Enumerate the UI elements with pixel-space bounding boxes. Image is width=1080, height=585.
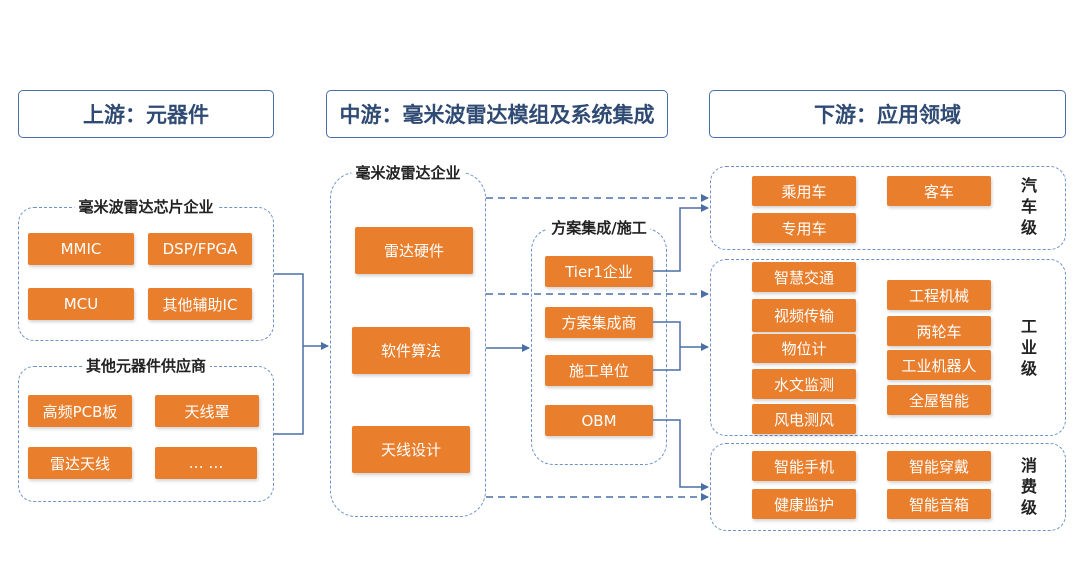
radar-hardware-box: 雷达硬件 [355,227,473,274]
software-algorithm-box: 软件算法 [352,327,470,374]
consumer-grade-group [710,443,1066,531]
industrial-grade-group [710,259,1066,436]
antenna-design-box: 天线设计 [352,426,470,473]
midstream-header: 中游：毫米波雷达模组及系统集成 [326,90,668,138]
smart-speaker-box: 智能音箱 [887,489,991,519]
upstream-header: 上游：元器件 [18,90,274,138]
radar-antenna-box: 雷达天线 [28,447,132,479]
obm-box: OBM [545,405,653,436]
health-monitoring-box: 健康监护 [752,489,856,519]
obm-to-consumer-arrow [653,419,709,491]
hydrology-monitoring-box: 水文监测 [752,369,856,399]
chip-companies-label: 毫米波雷达芯片企业 [74,198,218,216]
tier1-to-auto-arrow [653,204,709,272]
upstream-connector [274,273,328,435]
passenger-car-box: 乘用车 [752,176,856,206]
video-transmission-box: 视频传输 [752,299,856,332]
tier1-box: Tier1企业 [545,256,653,287]
level-gauge-box: 物位计 [752,334,856,363]
solution-integration-label: 方案集成/施工 [547,219,651,237]
industrial-robot-box: 工业机器人 [887,350,991,380]
auto-grade-label: 汽车级 [1020,176,1037,237]
smart-traffic-box: 智慧交通 [752,262,856,292]
consumer-grade-label: 消费级 [1020,456,1037,517]
ellipsis-box: … … [155,447,257,479]
construction-unit-box: 施工单位 [545,355,653,386]
bus-box: 客车 [887,176,991,206]
radar-companies-label: 毫米波雷达企业 [351,164,465,182]
pcb-box: 高频PCB板 [28,395,132,427]
two-wheeler-box: 两轮车 [887,316,991,346]
dsp-fpga-box: DSP/FPGA [148,233,252,265]
construction-machinery-box: 工程机械 [887,280,991,310]
mmic-box: MMIC [28,233,134,265]
auto-grade-group [710,166,1066,250]
smart-wearable-box: 智能穿戴 [887,451,991,481]
special-vehicle-box: 专用车 [752,213,856,243]
industrial-grade-label: 工业级 [1020,317,1037,378]
integrator-to-industrial-connector [653,321,681,371]
other-suppliers-label: 其他元器件供应商 [81,357,211,375]
downstream-header: 下游：应用领域 [709,90,1066,138]
wind-measurement-box: 风电测风 [752,404,856,434]
other-ic-box: 其他辅助IC [148,288,252,320]
whole-house-smart-box: 全屋智能 [887,385,991,415]
solution-integrator-box: 方案集成商 [545,307,653,338]
mcu-box: MCU [28,288,134,320]
radome-box: 天线罩 [155,395,259,427]
smartphone-box: 智能手机 [752,451,856,481]
